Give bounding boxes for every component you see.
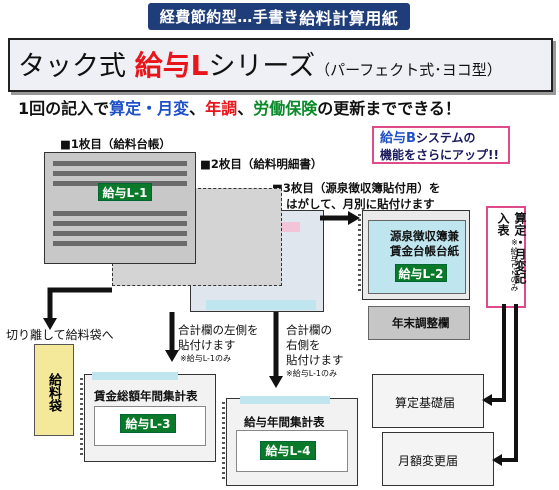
getsugaku-form-label: 月額変更届	[398, 454, 459, 468]
year-end-box	[368, 306, 470, 340]
title-box	[8, 38, 553, 92]
stripe	[53, 221, 187, 226]
title-lead: タック式	[18, 51, 135, 82]
b-system-rest: システムの	[415, 131, 476, 145]
title-product: 給与L	[134, 49, 209, 82]
stripe	[53, 211, 187, 216]
arrow-head	[348, 211, 360, 225]
pay-envelope	[34, 344, 74, 436]
sheet1-label: ■1枚目（給料台帳）	[60, 137, 171, 151]
sheet3-label: ■3枚目（源泉徴収簿貼付用）を	[272, 181, 441, 195]
subtitle-santei: 算定・月変	[109, 99, 190, 118]
title-series: シリーズ	[208, 51, 316, 82]
getsugaku-form	[382, 432, 494, 486]
b-system-callout: 給与Bシステムの 機能をさらにアップ!!	[372, 126, 510, 164]
l4-title: 給与年間集計表	[244, 415, 325, 429]
left-paste-line2: 貼付けます	[178, 338, 236, 352]
envelope-caption: 切り離して給料袋へ	[6, 328, 114, 342]
l3-strip	[92, 372, 178, 380]
blue-strip	[206, 300, 316, 310]
sheet2-label: ■2枚目（給料明細書）	[200, 157, 323, 171]
subtitle: 1回の記入で算定・月変、年調、労働保険の更新までできる！	[18, 95, 461, 119]
sheet3-label2: はがして、月別に貼付けます	[286, 197, 435, 211]
top-banner: 経費節約型…手書き給料計算用紙	[148, 3, 410, 30]
tag-l2: 給与L-2	[395, 264, 447, 282]
b-system-line2: 機能をさらにアップ!!	[380, 148, 499, 162]
right-paste-line1: 合計欄の	[286, 323, 332, 337]
title-variant: （パーフェクト式･ヨコ型）	[315, 61, 502, 79]
stripe	[53, 241, 187, 246]
santei-side-text: 算定・月変記入表	[496, 212, 527, 284]
right-paste-line2: 右側を	[286, 338, 321, 352]
santei-form-label: 算定基礎届	[395, 396, 456, 410]
binding-holes	[80, 378, 83, 456]
arrow-head	[482, 394, 492, 406]
santei-form	[372, 374, 484, 428]
subtitle-part: の更新までできる！	[317, 99, 461, 118]
arrow-to-santei	[490, 304, 506, 402]
tag-l4: 給与L-4	[260, 441, 316, 460]
stripe	[53, 231, 187, 236]
ledger-title2: 賃金台帳台紙	[390, 244, 459, 258]
santei-side-box	[486, 206, 526, 308]
subtitle-nencho: 年調	[205, 99, 238, 118]
stripe	[53, 161, 187, 166]
binding-holes	[358, 214, 361, 294]
stripe	[53, 171, 187, 176]
title-main: タック式 給与Lシリーズ（パーフェクト式･ヨコ型）	[18, 44, 502, 84]
envelope-text: 給料袋	[46, 372, 61, 412]
tag-l3: 給与L-3	[120, 414, 176, 433]
subtitle-part: 、	[237, 99, 254, 118]
arrow-head	[165, 350, 179, 362]
right-paste-line3: 貼付けます	[286, 353, 344, 367]
subtitle-roudou: 労働保険	[253, 99, 318, 118]
arrow-to-getsugaku	[500, 304, 518, 462]
arrow-envelope	[47, 287, 112, 320]
binding-holes	[222, 402, 225, 480]
ledger-title1: 源泉徴収簿兼	[390, 229, 459, 243]
l3-title: 賃金総額年間集計表	[94, 389, 198, 403]
arrow-head	[43, 318, 57, 330]
right-paste-note: ※給与L-1のみ	[286, 369, 337, 378]
left-paste-note: ※給与L-1のみ	[180, 354, 231, 363]
santei-side-note: ※給与L-2のみ	[510, 238, 519, 292]
banner-emphasis: 給料計算用紙	[299, 8, 399, 28]
left-paste-line1: 合計欄の左側を	[178, 323, 259, 337]
banner-prefix: 経費節約型…手書き	[159, 8, 300, 26]
sheet1	[44, 152, 196, 264]
b-system-name: 給与B	[380, 131, 416, 146]
arrow-head	[492, 454, 502, 466]
tag-l1: 給与L-1	[98, 183, 152, 201]
year-end-label: 年末調整欄	[392, 316, 450, 330]
subtitle-part: 1回の記入で	[18, 99, 110, 118]
subtitle-part: 、	[189, 99, 206, 118]
arrow-head	[269, 376, 283, 388]
l4-strip	[240, 396, 330, 404]
